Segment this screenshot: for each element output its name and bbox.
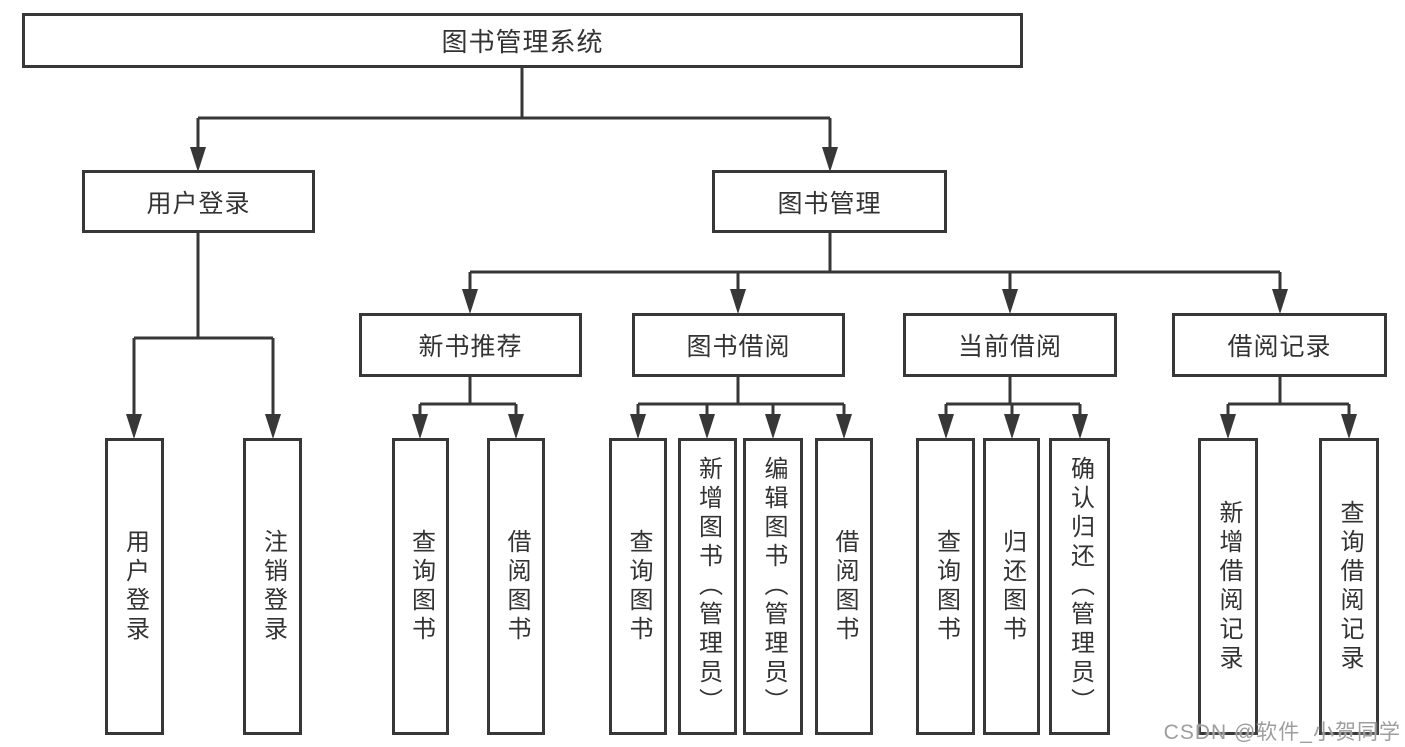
leaf-user-login: 用户登录	[105, 438, 164, 735]
node-library-management-system: 图书管理系统	[22, 13, 1023, 68]
leaf-query-books-current: 查询图书	[916, 438, 975, 735]
leaf-add-borrow-record: 新增借阅记录	[1198, 438, 1258, 735]
leaf-borrow-books-borrowing: 借阅图书	[815, 438, 873, 735]
node-current-borrowing: 当前借阅	[903, 313, 1117, 377]
csdn-watermark: CSDN @软件_小贺同学	[1163, 721, 1401, 744]
leaf-edit-book-admin: 编辑图书（管理员）	[743, 438, 803, 735]
leaf-query-borrow-record: 查询借阅记录	[1319, 438, 1379, 735]
node-borrowing-records: 借阅记录	[1172, 313, 1387, 377]
leaf-logout: 注销登录	[243, 438, 302, 735]
node-book-management: 图书管理	[712, 170, 947, 233]
leaf-query-books-recommend: 查询图书	[392, 438, 449, 735]
leaf-confirm-return-admin: 确认归还（管理员）	[1049, 438, 1110, 735]
leaf-query-books-borrowing: 查询图书	[609, 438, 667, 735]
leaf-borrow-books-recommend: 借阅图书	[487, 438, 545, 735]
leaf-add-book-admin: 新增图书（管理员）	[678, 438, 737, 735]
leaf-return-book: 归还图书	[983, 438, 1040, 735]
node-user-login: 用户登录	[82, 170, 315, 233]
node-new-book-recommend: 新书推荐	[359, 313, 582, 377]
node-book-borrowing: 图书借阅	[632, 313, 845, 377]
